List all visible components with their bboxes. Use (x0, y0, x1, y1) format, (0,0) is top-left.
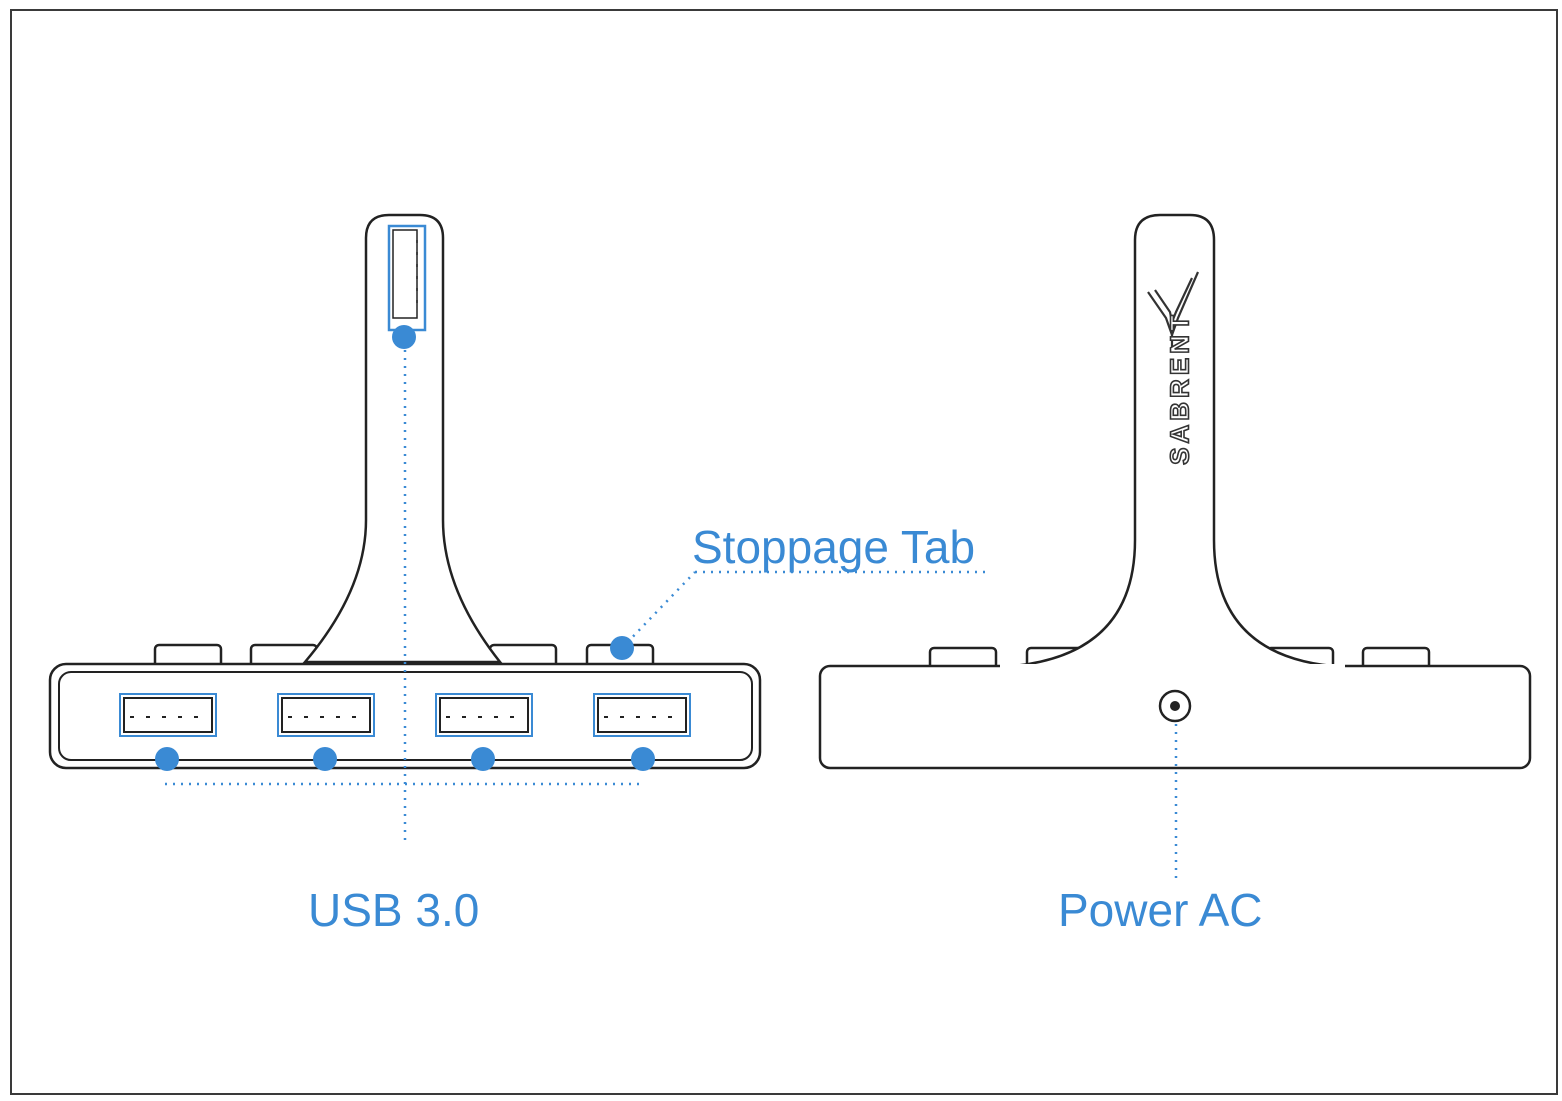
usb-port-3 (435, 693, 533, 737)
diagram-frame (10, 9, 1558, 1095)
stoppage-tab-marker (610, 636, 634, 660)
port-3-marker (471, 747, 495, 771)
port-2-marker (313, 747, 337, 771)
callout-dots-front (155, 325, 655, 771)
usb-label: USB 3.0 (308, 884, 480, 936)
port-1-marker (155, 747, 179, 771)
usb-port-1 (119, 693, 217, 737)
stoppage-callout-line (621, 570, 985, 649)
brand-text: SABRENT (1164, 310, 1196, 465)
stem-port-marker (392, 325, 416, 349)
sabrent-logo-icon (1147, 271, 1200, 350)
port-4-marker (631, 747, 655, 771)
front-stem (302, 213, 503, 664)
back-stem (999, 213, 1346, 669)
stem-usb-port (387, 224, 427, 332)
back-view (818, 213, 1532, 770)
front-view (48, 213, 762, 770)
usb-port-4 (593, 693, 691, 737)
power-label: Power AC (1058, 884, 1263, 936)
usb-callout-lines (165, 350, 640, 842)
stoppage-tab-label: Stoppage Tab (692, 521, 976, 573)
usb-port-2 (277, 693, 375, 737)
power-jack-icon (1158, 689, 1192, 723)
